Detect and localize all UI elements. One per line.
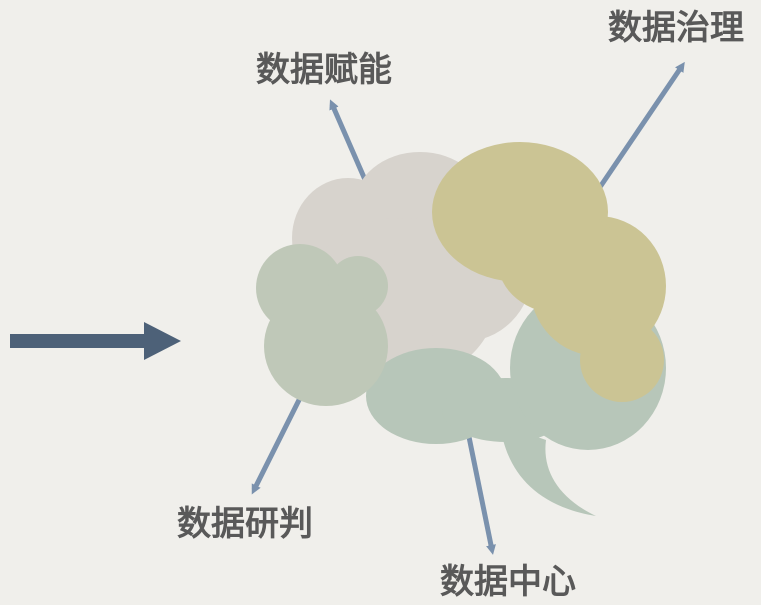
label-data-research: 数据研判 [177, 504, 313, 544]
label-data-empowerment: 数据赋能 [256, 50, 392, 90]
arrow-to-empower [329, 99, 369, 183]
brain-lobe-sage [256, 244, 388, 406]
brain-lobe-olive [432, 142, 666, 402]
arrow-to-research [251, 396, 303, 495]
brain-icon [256, 142, 666, 516]
label-data-center: 数据中心 [440, 562, 576, 602]
arrow-to-center [465, 431, 496, 555]
arrow-to-governance [595, 61, 685, 192]
label-data-governance: 数据治理 [608, 8, 744, 48]
right-arrow-icon [10, 322, 181, 360]
